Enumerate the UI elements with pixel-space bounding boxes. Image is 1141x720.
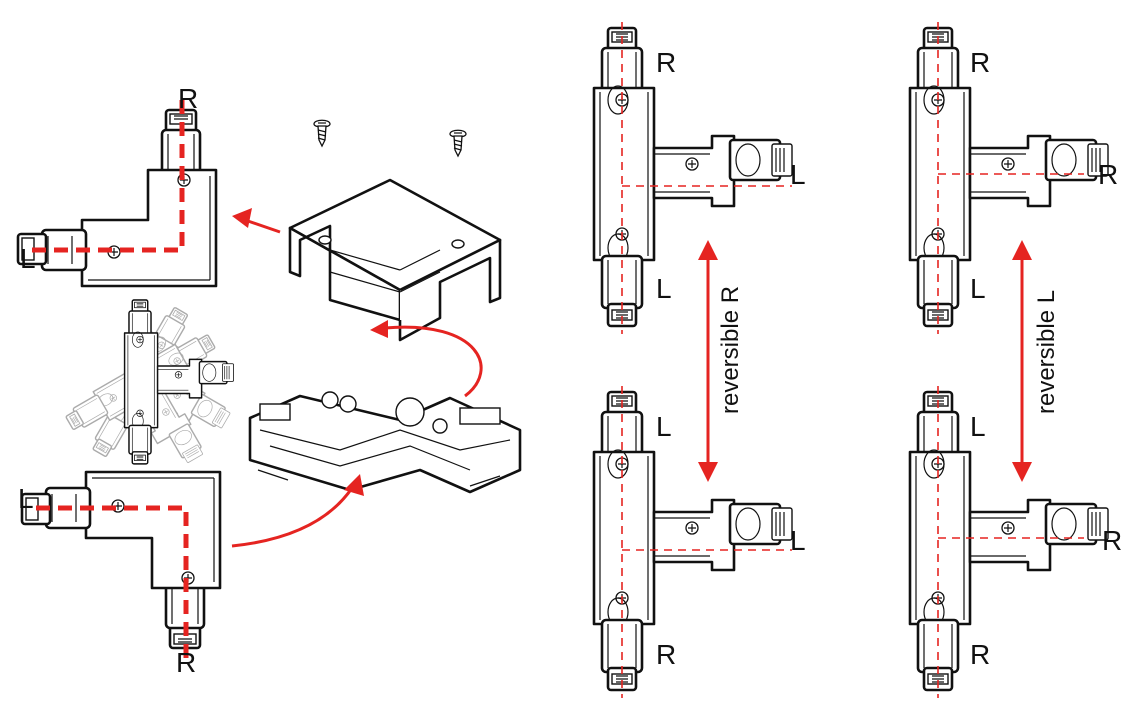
label-l: L <box>656 273 672 304</box>
label-l-bottom-left: L <box>18 483 34 514</box>
l-connector-top <box>16 100 218 288</box>
connector-cover <box>288 178 502 342</box>
caption-reversible-r: reversible R <box>717 286 744 414</box>
label-l: L <box>970 411 986 442</box>
label-l: L <box>656 411 672 442</box>
t-connector-r-bottom <box>592 386 794 698</box>
label-l: L <box>970 273 986 304</box>
label-r: R <box>1102 525 1122 556</box>
t-connector-l-top <box>908 22 1110 334</box>
label-r: R <box>656 47 676 78</box>
arrow-icon <box>232 208 281 234</box>
t-connector-r-top <box>592 22 794 334</box>
arrow-icon <box>231 474 364 548</box>
label-r-top-left: R <box>178 83 198 114</box>
screw-icon <box>313 119 331 147</box>
caption-reversible-l: reversible L <box>1033 290 1060 414</box>
double-arrow-icon <box>1012 240 1032 482</box>
label-r: R <box>970 639 990 670</box>
arrow-icon <box>370 320 483 398</box>
label-r: R <box>656 639 676 670</box>
label-l: L <box>790 525 806 556</box>
double-arrow-icon <box>698 240 718 482</box>
label-l: L <box>790 159 806 190</box>
label-r: R <box>970 47 990 78</box>
label-r: R <box>1098 159 1118 190</box>
connector-base <box>248 391 522 494</box>
label-l-top-left: L <box>20 243 36 274</box>
l-connector-bottom <box>20 470 222 658</box>
screw-icon <box>449 129 467 157</box>
t-connector-l-bottom <box>908 386 1110 698</box>
label-r-bottom-left: R <box>176 647 196 678</box>
